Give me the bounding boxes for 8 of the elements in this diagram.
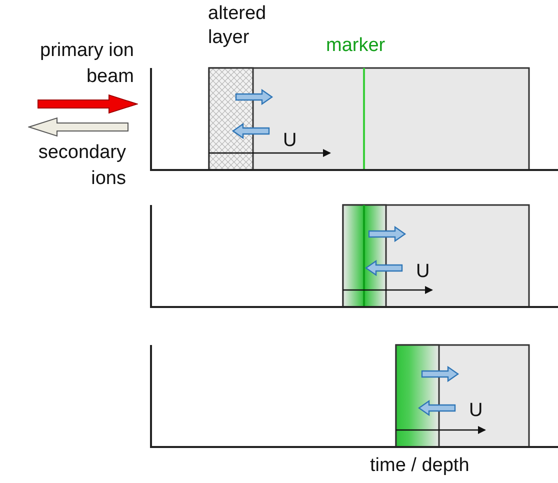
legend-label: secondary ions [37,141,126,191]
axis-label: time / depth [370,454,470,478]
u-label: U [416,262,431,282]
marker-label: marker [326,34,386,58]
legend-label: primary ion beam [39,39,134,89]
u-label: U [469,401,484,421]
u-label: U [283,131,298,150]
layer-label: altered layer [208,2,268,50]
